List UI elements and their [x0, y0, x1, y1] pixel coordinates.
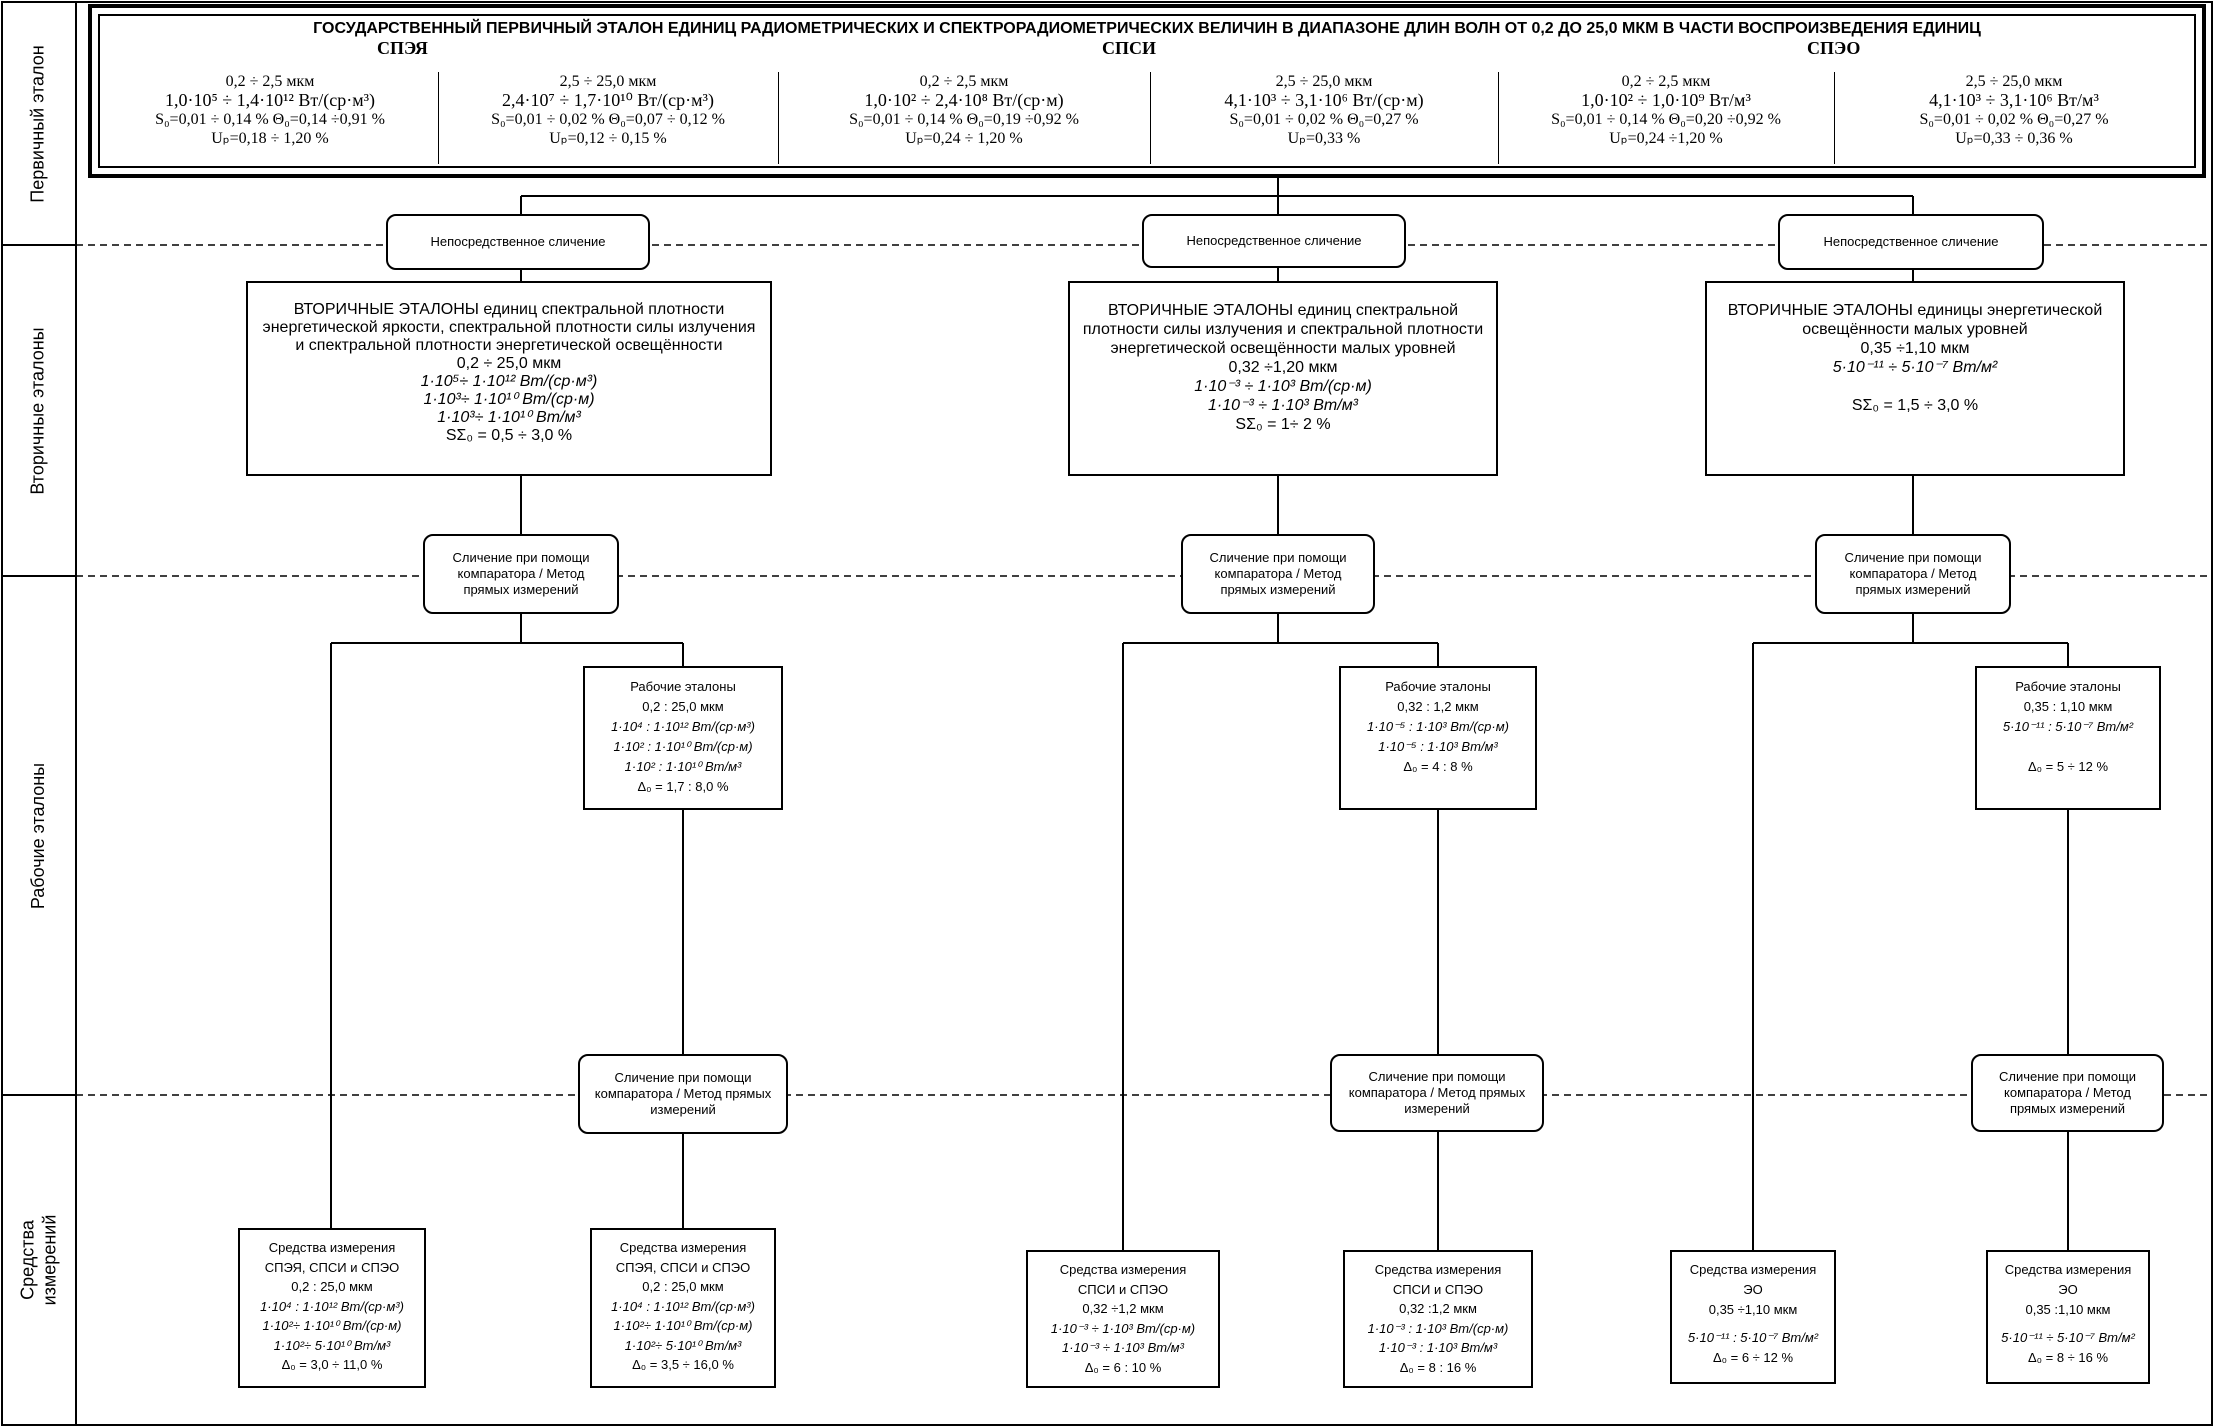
group-label-speo: СПЭО [1807, 38, 1861, 58]
direct-comparison-node: Непосредственное сличение [1778, 214, 2044, 270]
secondary-standard-box: ВТОРИЧНЫЕ ЭТАЛОНЫ единиц спектральной пл… [246, 281, 772, 476]
secondary-standard-box: ВТОРИЧНЫЕ ЭТАЛОНЫ единицы энергетической… [1705, 281, 2125, 476]
secondary-standard-box: ВТОРИЧНЫЕ ЭТАЛОНЫ единиц спектральной пл… [1068, 281, 1498, 476]
column-divider [438, 72, 439, 164]
direct-comparison-node: Непосредственное сличение [386, 214, 650, 270]
lane-label-secondary: Вторичные эталоны [28, 326, 49, 495]
comparator-comparison-node: Сличение при помощи компаратора / Метод … [1330, 1054, 1544, 1132]
group-label-spsi: СПСИ [1102, 38, 1156, 58]
measuring-instrument-box: Средства измерения ЭО 0,35 ÷1,10 мкм 5·1… [1670, 1250, 1836, 1384]
comparator-comparison-node: Сличение при помощи компаратора / Метод … [1815, 534, 2011, 614]
comparator-comparison-node: Сличение при помощи компаратора / Метод … [1971, 1054, 2164, 1132]
lane-label-instruments: Средства измерений [17, 1214, 60, 1306]
primary-standard-inner-frame [98, 14, 2196, 168]
group-label-speya: СПЭЯ [377, 38, 428, 58]
comparator-comparison-node: Сличение при помощи компаратора / Метод … [578, 1054, 788, 1134]
primary-column-6: 2,5 ÷ 25,0 мкм 4,1·10³ ÷ 3,1·10⁶ Вт/м³ S… [1919, 73, 2109, 147]
primary-standard-box: ГОСУДАРСТВЕННЫЙ ПЕРВИЧНЫЙ ЭТАЛОН ЕДИНИЦ … [88, 4, 2206, 178]
comparator-comparison-node: Сличение при помощи компаратора / Метод … [423, 534, 619, 614]
column-divider [778, 72, 779, 164]
measuring-instrument-box: Средства измерения СПЭЯ, СПСИ и СПЭО 0,2… [590, 1228, 776, 1388]
primary-column-4: 2,5 ÷ 25,0 мкм 4,1·10³ ÷ 3,1·10⁶ Вт/(ср·… [1224, 73, 1424, 147]
working-standard-box: Рабочие эталоны 0,32 : 1,2 мкм 1·10⁻⁵ : … [1339, 666, 1537, 810]
direct-comparison-node: Непосредственное сличение [1142, 214, 1406, 268]
lane-label-primary: Первичный эталон [28, 44, 49, 203]
measuring-instrument-box: Средства измерения СПСИ и СПЭО 0,32 :1,2… [1343, 1250, 1533, 1388]
column-divider [1150, 72, 1151, 164]
measuring-instrument-box: Средства измерения СПЭЯ, СПСИ и СПЭО 0,2… [238, 1228, 426, 1388]
measuring-instrument-box: Средства измерения СПСИ и СПЭО 0,32 ÷1,2… [1026, 1250, 1220, 1388]
primary-column-5: 0,2 ÷ 2,5 мкм 1,0·10² ÷ 1,0·10⁹ Вт/м³ S₀… [1551, 73, 1781, 147]
primary-standard-title: ГОСУДАРСТВЕННЫЙ ПЕРВИЧНЫЙ ЭТАЛОН ЕДИНИЦ … [313, 20, 1981, 37]
primary-column-2: 2,5 ÷ 25,0 мкм 2,4·10⁷ ÷ 1,7·10¹⁰ Вт/(ср… [491, 73, 725, 147]
lane-label-working: Рабочие эталоны [28, 762, 49, 909]
primary-column-3: 0,2 ÷ 2,5 мкм 1,0·10² ÷ 2,4·10⁸ Вт/(ср·м… [849, 73, 1079, 147]
column-divider [1498, 72, 1499, 164]
primary-column-1: 0,2 ÷ 2,5 мкм 1,0·10⁵ ÷ 1,4·10¹² Вт/(ср·… [155, 73, 385, 147]
measuring-instrument-box: Средства измерения ЭО 0,35 :1,10 мкм 5·1… [1986, 1250, 2150, 1384]
working-standard-box: Рабочие эталоны 0,35 : 1,10 мкм 5·10⁻¹¹ … [1975, 666, 2161, 810]
comparator-comparison-node: Сличение при помощи компаратора / Метод … [1181, 534, 1375, 614]
working-standard-box: Рабочие эталоны 0,2 : 25,0 мкм 1·10⁴ : 1… [583, 666, 783, 810]
column-divider [1834, 72, 1835, 164]
